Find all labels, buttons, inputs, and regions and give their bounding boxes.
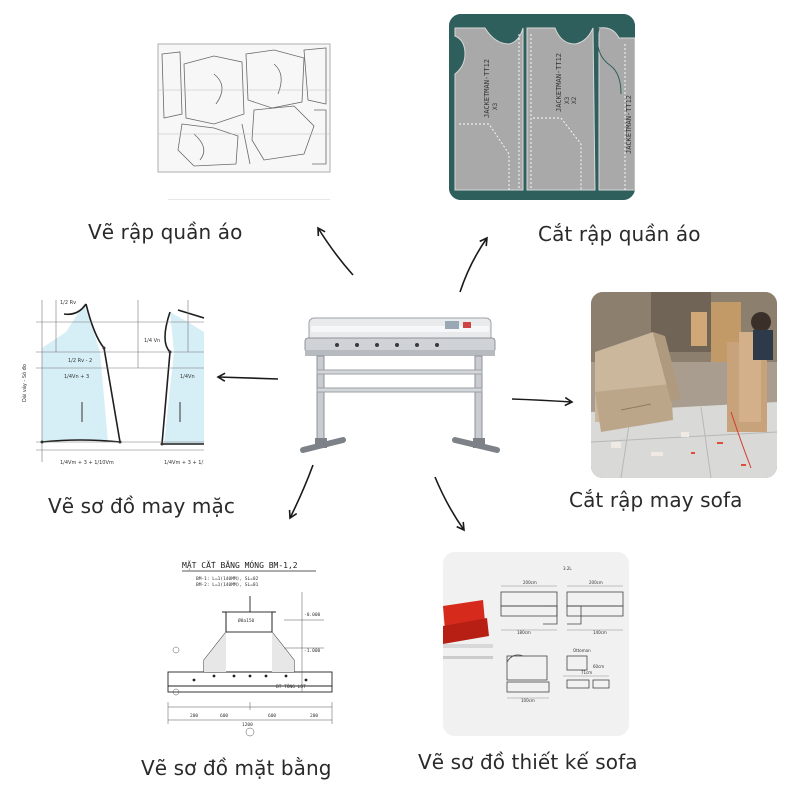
cat-rap-may-sofa-image: [591, 292, 777, 478]
svg-text:JACKETMAN-TT12: JACKETMAN-TT12: [555, 53, 563, 112]
cat-rap-quan-ao-image: JACKETMAN-TT12 X3 JACKETMAN-TT12 X3 X2 J…: [449, 14, 635, 200]
arrow-to-cat-rap-may-sofa: [511, 396, 574, 407]
plotter-cutter-icon: [300, 317, 500, 453]
caption-ve-rap-quan-ao: Vẽ rập quần áo: [88, 220, 243, 244]
svg-text:Ø8a150: Ø8a150: [238, 617, 255, 624]
svg-text:Ottoman: Ottoman: [573, 648, 591, 653]
svg-text:3.2L: 3.2L: [563, 566, 572, 571]
svg-text:1200: 1200: [242, 722, 253, 728]
ve-so-do-thiet-ke-sofa-image: 200cm 200cm 180cm 140cm 100cm 71cm Ottom…: [443, 552, 629, 736]
svg-text:200: 200: [310, 713, 318, 719]
arrow-to-ve-so-do-may-mac: [216, 372, 279, 382]
foundation-section-drawing-icon: MẶT CẮT BĂNG MÓNG BM-1,2 BM-1: L=1(140MM…: [164, 552, 336, 738]
svg-text:200cm: 200cm: [523, 580, 537, 585]
caption-ve-so-do-mat-bang: Vẽ sơ đồ mặt bằng: [141, 756, 332, 780]
arrow-to-ve-rap-quan-ao: [317, 226, 354, 276]
svg-text:60cm: 60cm: [593, 664, 604, 669]
svg-text:180cm: 180cm: [517, 630, 531, 635]
sofa-workshop-photo-icon: [591, 292, 777, 478]
svg-text:BT TÔNG LÓT: BT TÔNG LÓT: [276, 683, 306, 690]
center-plotter-image: [295, 312, 505, 462]
svg-text:-0.000: -0.000: [304, 612, 321, 618]
caption-ve-so-do-thiet-ke-sofa: Vẽ sơ đồ thiết kế sofa: [418, 750, 638, 774]
svg-text:1/2 Rv - 2: 1/2 Rv - 2: [68, 358, 92, 364]
sewing-draft-diagram-icon: 1/2 Rv 1/2 Rv - 2 1/4Vn + 3 1/4Vm + 3 + …: [20, 292, 204, 472]
svg-text:JACKETMAN-TT12: JACKETMAN-TT12: [625, 95, 633, 154]
svg-text:600: 600: [268, 713, 276, 719]
svg-text:X3: X3: [564, 96, 571, 104]
svg-text:1/4Vn: 1/4Vn: [180, 374, 195, 380]
svg-text:BM-2: L=1(140MM), SL=01: BM-2: L=1(140MM), SL=01: [196, 582, 259, 588]
cut-garment-pattern-icon: JACKETMAN-TT12 X3 JACKETMAN-TT12 X3 X2 J…: [449, 14, 635, 200]
svg-text:200cm: 200cm: [589, 580, 603, 585]
svg-text:MẶT CẮT BĂNG MÓNG BM-1,2: MẶT CẮT BĂNG MÓNG BM-1,2: [182, 559, 298, 570]
ve-so-do-mat-bang-image: MẶT CẮT BĂNG MÓNG BM-1,2 BM-1: L=1(140MM…: [164, 552, 336, 738]
arrow-to-ve-so-do-mat-bang: [288, 464, 314, 520]
arrow-to-cat-rap-quan-ao: [459, 236, 488, 293]
garment-pattern-layout-icon: [154, 14, 334, 200]
svg-text:600: 600: [220, 713, 228, 719]
svg-text:1/4Vn + 3: 1/4Vn + 3: [64, 374, 89, 380]
svg-text:X3: X3: [492, 102, 499, 110]
svg-text:X2: X2: [571, 96, 578, 104]
svg-text:71cm: 71cm: [581, 670, 592, 675]
svg-text:1/4Vm + 3 + 1/1: 1/4Vm + 3 + 1/1: [164, 460, 204, 466]
svg-text:1/2 Rv: 1/2 Rv: [60, 300, 76, 306]
svg-text:1/4 Vn: 1/4 Vn: [144, 338, 160, 344]
ve-so-do-may-mac-image: 1/2 Rv 1/2 Rv - 2 1/4Vn + 3 1/4Vm + 3 + …: [20, 292, 204, 472]
caption-cat-rap-quan-ao: Cắt rập quần áo: [538, 222, 701, 246]
sofa-design-drawing-icon: 200cm 200cm 180cm 140cm 100cm 71cm Ottom…: [443, 552, 629, 736]
caption-cat-rap-may-sofa: Cắt rập may sofa: [569, 488, 743, 512]
svg-text:1/4Vm + 3 + 1/10Vm: 1/4Vm + 3 + 1/10Vm: [60, 460, 114, 466]
ve-rap-quan-ao-image: [154, 14, 334, 200]
svg-text:100cm: 100cm: [521, 698, 535, 703]
svg-text:Dài váy - Sô đo: Dài váy - Sô đo: [21, 364, 28, 402]
svg-text:200: 200: [190, 713, 198, 719]
svg-text:140cm: 140cm: [593, 630, 607, 635]
arrow-to-ve-so-do-thiet-ke-sofa: [434, 476, 465, 532]
svg-text:-1.000: -1.000: [304, 648, 321, 654]
svg-text:JACKETMAN-TT12: JACKETMAN-TT12: [483, 59, 491, 118]
caption-ve-so-do-may-mac: Vẽ sơ đồ may mặc: [48, 494, 235, 518]
svg-text:BM-1: L=1(140MM), SL=02: BM-1: L=1(140MM), SL=02: [196, 576, 259, 582]
